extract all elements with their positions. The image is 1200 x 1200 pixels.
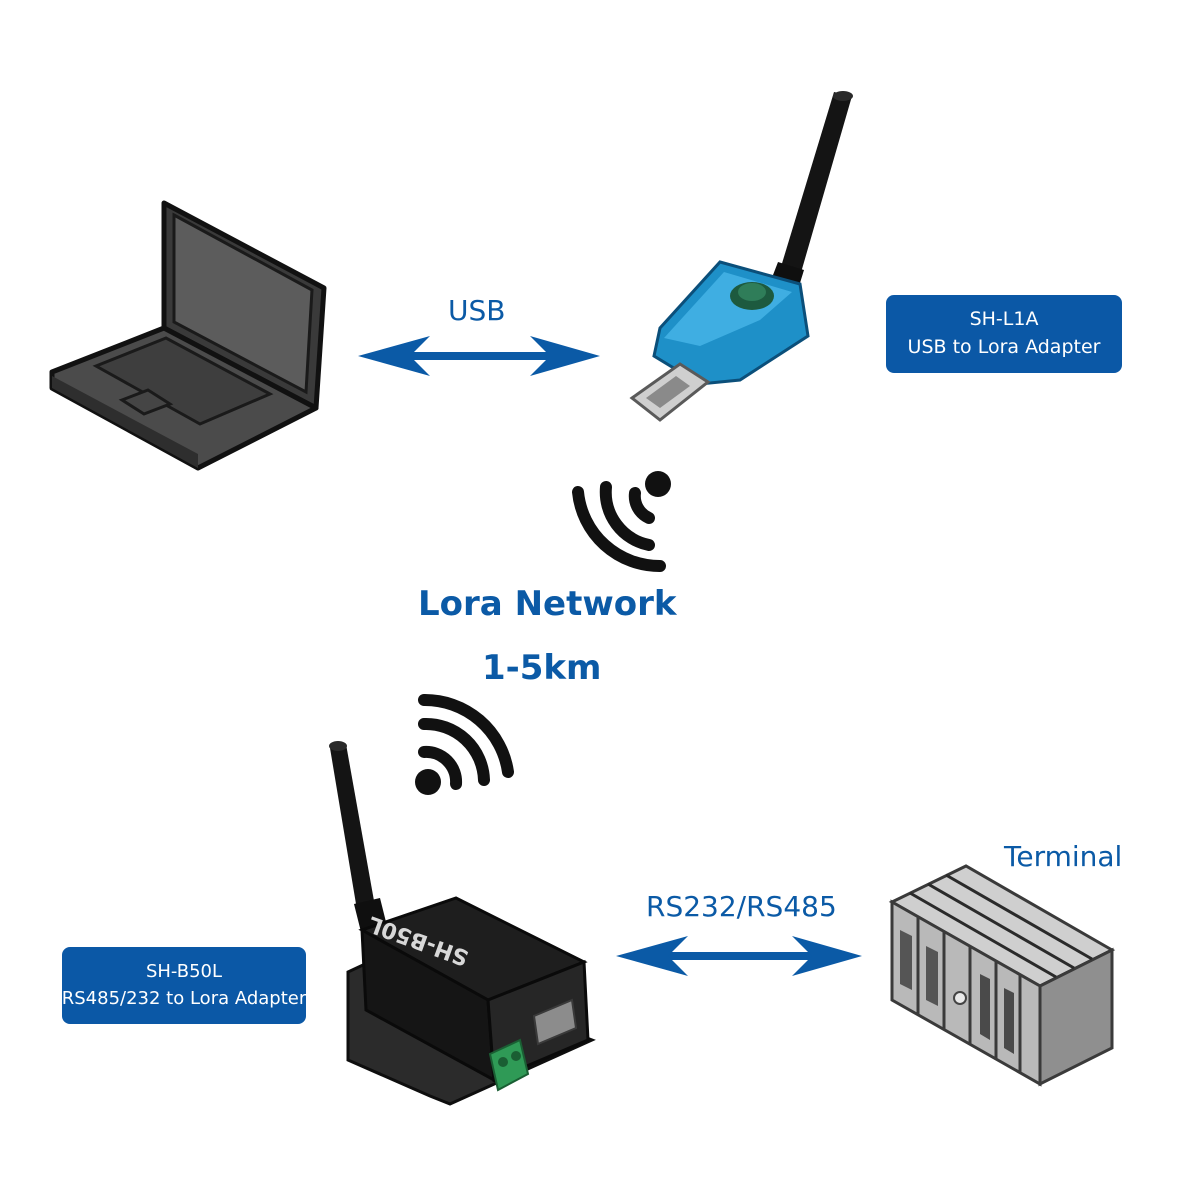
usb-adapter-description: USB to Lora Adapter	[907, 336, 1101, 358]
network-range: 1-5km	[482, 648, 602, 688]
serial-adapter-tag: SH-B50L RS485/232 to Lora Adapter	[62, 947, 306, 1024]
usb-adapter-tag: SH-L1A USB to Lora Adapter	[886, 295, 1122, 373]
serial-adapter-model: SH-B50L	[145, 961, 223, 983]
usb-link-label: USB	[448, 294, 506, 327]
serial-link-label: RS232/RS485	[646, 890, 837, 923]
serial-adapter-description: RS485/232 to Lora Adapter	[61, 987, 307, 1009]
terminal-label: Terminal	[1004, 840, 1123, 873]
network-name: Lora Network	[418, 584, 677, 624]
usb-adapter-model: SH-L1A	[969, 308, 1039, 331]
